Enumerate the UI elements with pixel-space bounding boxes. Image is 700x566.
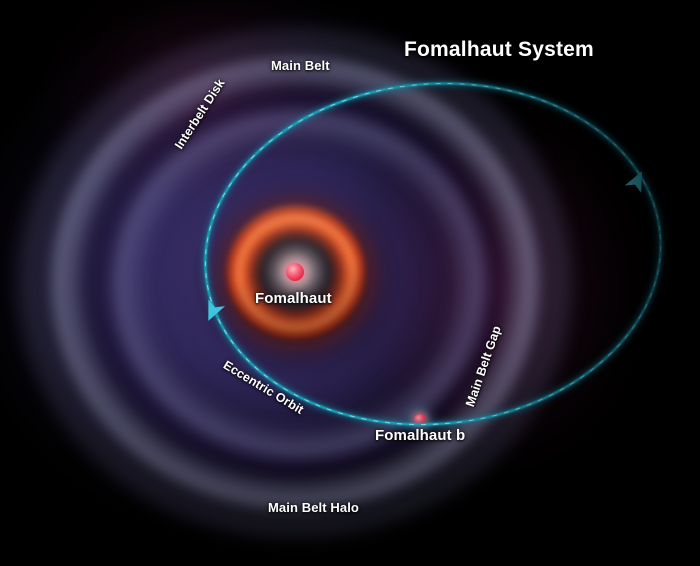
main-belt-gap-ring [92,92,502,476]
label-star-fomalhaut: Fomalhaut [255,290,332,307]
label-main-belt-gap: Main Belt Gap [463,323,504,409]
magenta-haze-right [330,30,700,550]
star-torus-ring [224,204,368,342]
star-torus-outer-glow [206,186,388,362]
inner-disk-glow [128,124,470,446]
label-eccentric-orbit: Eccentric Orbit [220,358,307,417]
label-main-belt-halo: Main Belt Halo [268,500,359,515]
star-core-dot [286,263,304,281]
inner-cavity-shadow [186,176,410,388]
main-belt-halo-ring [12,22,578,544]
planet-b-dot [414,414,426,426]
magenta-haze-top-left [0,0,380,210]
star-torus-shading [224,204,368,342]
label-planet-fomalhaut-b: Fomalhaut b [375,427,466,444]
main-belt-ring [46,52,544,514]
star-radial-glow [238,216,354,328]
label-main-belt: Main Belt [271,58,330,73]
orbit-arrow-right [624,171,642,193]
page-title: Fomalhaut System [404,38,594,61]
label-interbelt-disk: Interbelt Disk [172,76,228,152]
orbit-arrow-left [208,299,226,321]
